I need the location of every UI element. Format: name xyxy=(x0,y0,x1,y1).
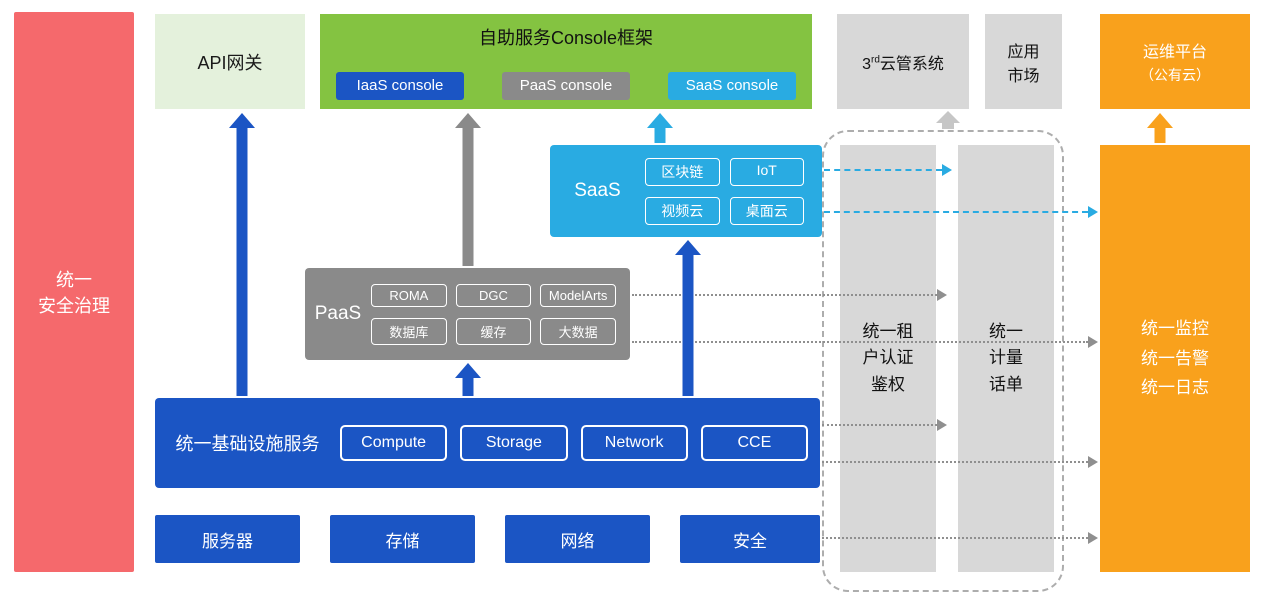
arrow-iaas-to-paas xyxy=(455,363,481,396)
saas-item-iot: IoT xyxy=(729,157,804,186)
arrow-paas-to-console xyxy=(455,113,481,266)
paas-layer-box: PaaS ROMA DGC ModelArts 数据库 缓存 大数据 xyxy=(305,268,630,360)
third-party-cms-num: 3 xyxy=(862,55,871,73)
saas-layer-box: SaaS 区块链 IoT 视频云 桌面云 xyxy=(550,145,822,237)
arrow-iaas-to-saas xyxy=(675,240,701,396)
ops-platform-box: 运维平台 （公有云） xyxy=(1100,14,1250,109)
iaas-item-storage: Storage xyxy=(460,425,568,461)
paas-item-modelarts: ModelArts xyxy=(540,283,616,307)
third-party-cms-label: 3rd云管系统 xyxy=(862,50,944,74)
api-gateway-box: API网关 xyxy=(155,14,305,109)
iaas-console-chip: IaaS console xyxy=(336,72,464,100)
saas-console-chip: SaaS console xyxy=(668,72,796,100)
connector-saas-to-monitoring xyxy=(824,206,1098,218)
arrow-head xyxy=(936,111,960,123)
paas-item-database: 数据库 xyxy=(371,317,447,345)
paas-item-roma: ROMA xyxy=(371,283,447,307)
saas-items-grid: 区块链 IoT 视频云 桌面云 xyxy=(645,157,804,225)
iaas-items-row: Compute Storage Network CCE xyxy=(340,425,808,461)
arrow-shaft xyxy=(654,126,666,143)
paas-item-dgc: DGC xyxy=(455,283,532,307)
tenant-auth-label: 统一租 户认证 鉴权 xyxy=(862,321,914,394)
paas-layer-label: PaaS xyxy=(314,303,362,324)
third-party-cms-sup: rd xyxy=(870,54,880,66)
arrow-head xyxy=(455,113,481,128)
console-frame-title: 自助服务Console框架 xyxy=(478,28,654,48)
saas-item-blockchain: 区块链 xyxy=(645,157,720,186)
connector-iaas-to-auth xyxy=(822,419,947,431)
iaas-item-compute: Compute xyxy=(340,425,448,461)
arrow-saas-to-console xyxy=(647,113,673,143)
ops-platform-line1: 运维平台 xyxy=(1142,44,1207,61)
security-governance-label: 统一 安全治理 xyxy=(38,270,110,316)
arrow-shaft xyxy=(1154,126,1166,143)
monitoring-bar: 统一监控 统一告警 统一日志 xyxy=(1100,145,1250,572)
saas-item-video-cloud: 视频云 xyxy=(645,196,720,225)
metering-bar: 统一 计量 话单 xyxy=(958,145,1054,572)
arrow-head xyxy=(675,240,701,255)
arrow-head xyxy=(455,363,481,378)
third-party-cms-rest: 云管系统 xyxy=(879,55,944,73)
paas-item-bigdata: 大数据 xyxy=(540,317,616,345)
hardware-server-box: 服务器 xyxy=(155,515,300,563)
arrow-iaas-to-api-gateway xyxy=(229,113,255,396)
metering-label: 统一 计量 话单 xyxy=(989,321,1023,394)
hardware-security-box: 安全 xyxy=(680,515,820,563)
security-governance-bar: 统一 安全治理 xyxy=(14,12,134,572)
paas-items-grid: ROMA DGC ModelArts 数据库 缓存 大数据 xyxy=(371,283,616,345)
saas-item-desktop-cloud: 桌面云 xyxy=(729,196,804,225)
connector-saas-to-auth xyxy=(824,164,952,176)
connector-paas-to-auth xyxy=(632,289,947,301)
common-services-dashed-container xyxy=(822,130,1064,592)
arrow-head xyxy=(647,113,673,128)
arrow-to-third-party-cms xyxy=(935,111,961,129)
saas-layer-label: SaaS xyxy=(574,180,621,201)
iaas-item-cce: CCE xyxy=(700,425,808,461)
connector-hardware-to-monitoring xyxy=(822,532,1098,544)
arrow-shaft xyxy=(236,126,248,396)
console-chip-row: IaaS console PaaS console SaaS console xyxy=(336,72,796,100)
tenant-auth-bar: 统一租 户认证 鉴权 xyxy=(840,145,936,572)
arrow-shaft xyxy=(462,376,474,396)
iaas-item-network: Network xyxy=(580,425,688,461)
arrow-head xyxy=(229,113,255,128)
hardware-storage-box: 存储 xyxy=(330,515,475,563)
connector-iaas-to-monitoring xyxy=(822,456,1098,468)
app-market-label: 应用 市场 xyxy=(1007,43,1040,85)
arrow-monitoring-to-ops-platform xyxy=(1147,113,1173,143)
paas-item-cache: 缓存 xyxy=(455,317,532,345)
arrow-shaft xyxy=(682,253,694,396)
third-party-cms-box: 3rd云管系统 xyxy=(837,14,969,109)
arrow-shaft xyxy=(462,126,474,266)
connector-paas-to-monitoring xyxy=(632,336,1098,348)
iaas-layer-label: 统一基础设施服务 xyxy=(175,434,320,454)
console-frame-box: 自助服务Console框架 IaaS console PaaS console … xyxy=(320,14,812,109)
api-gateway-label: API网关 xyxy=(197,52,263,73)
monitoring-label: 统一监控 统一告警 统一日志 xyxy=(1141,318,1209,398)
iaas-layer-box: 统一基础设施服务 Compute Storage Network CCE xyxy=(155,398,820,488)
paas-console-chip: PaaS console xyxy=(502,72,630,100)
ops-platform-line2: （公有云） xyxy=(1140,67,1210,83)
hardware-network-box: 网络 xyxy=(505,515,650,563)
app-market-box: 应用 市场 xyxy=(985,14,1062,109)
arrow-shaft xyxy=(942,121,954,129)
arrow-head xyxy=(1147,113,1173,128)
